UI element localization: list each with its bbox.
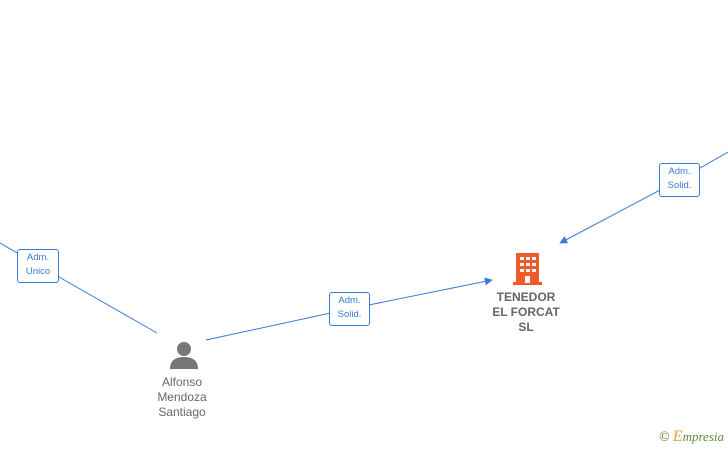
- empresia-watermark: ©Empresia: [659, 428, 724, 446]
- company-name-line: EL FORCAT: [492, 305, 560, 319]
- building-icon[interactable]: [512, 251, 543, 286]
- edge-label-line: Unico: [25, 266, 51, 277]
- company-name[interactable]: TENEDOR EL FORCAT SL: [476, 290, 576, 335]
- edge-label-line: Adm.: [338, 295, 361, 306]
- edge-right-to-company: [559, 151, 728, 244]
- brand-initial: E: [672, 428, 683, 445]
- edge-label-adm-solid-right: Adm. Solid.: [659, 163, 700, 197]
- copyright-icon: ©: [659, 430, 670, 445]
- edge-label-line: Adm.: [26, 252, 50, 263]
- company-name-line: SL: [518, 320, 534, 334]
- person-name-line: Alfonso: [161, 375, 203, 389]
- brand-name: mpresia: [682, 429, 724, 444]
- person-name-line: Mendoza: [157, 390, 207, 404]
- edge-label-line: Solid.: [667, 180, 692, 191]
- person-name-line: Santiago: [158, 405, 206, 419]
- person-name[interactable]: Alfonso Mendoza Santiago: [132, 375, 232, 420]
- edge-label-line: Solid.: [337, 309, 362, 320]
- edge-label-adm-unico: Adm. Unico: [17, 249, 59, 283]
- edge-label-adm-solid-center: Adm. Solid.: [329, 292, 370, 326]
- company-name-line: TENEDOR: [496, 290, 556, 304]
- edge-label-line: Adm.: [668, 166, 691, 177]
- person-icon[interactable]: [169, 341, 199, 370]
